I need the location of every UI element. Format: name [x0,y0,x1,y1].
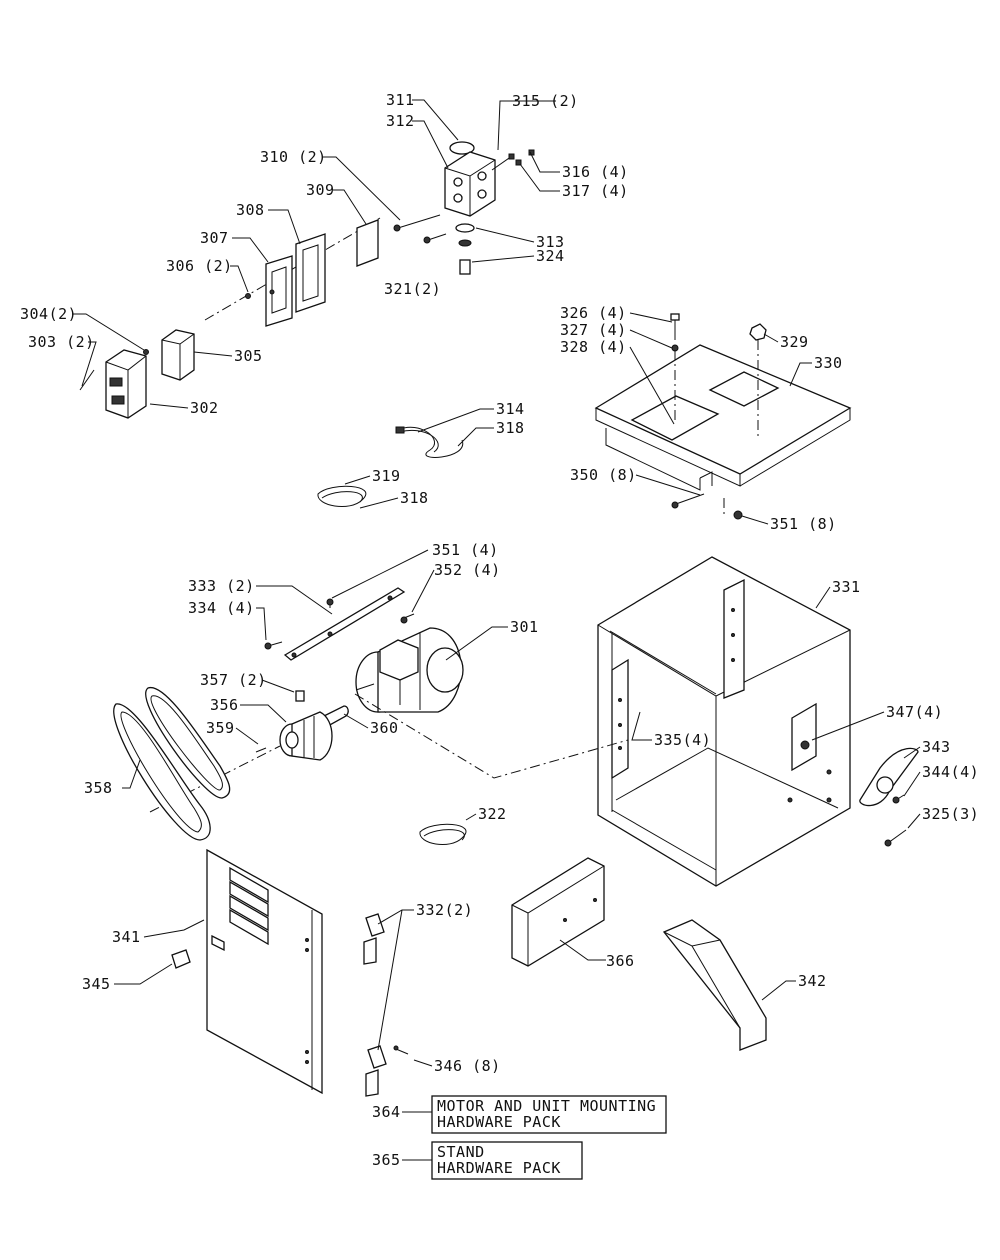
label-332: 332(2) [416,901,473,919]
label-360: 360 [370,719,399,737]
label-334: 334 (4) [188,599,255,617]
label-357: 357 (2) [200,671,267,689]
label-325: 325(3) [922,805,979,823]
label-307: 307 [200,229,229,247]
label-352: 352 (4) [434,561,501,579]
label-341: 341 [112,928,141,946]
stand-cabinet [597,556,919,887]
label-356: 356 [210,696,239,714]
label-318-lower: 318 [400,489,429,507]
label-343: 343 [922,738,951,756]
motor-mount-plate [594,313,852,520]
stand-accessories [363,857,767,1097]
label-306: 306 (2) [166,257,233,275]
label-319: 319 [372,467,401,485]
stand-door [171,848,323,1095]
v-belts [113,687,231,841]
label-328: 328 (4) [560,338,627,356]
callout-labels: 311 312 315 (2) 316 (4) 317 (4) 310 (2) … [20,91,979,1177]
label-327: 327 (4) [560,321,627,339]
label-317: 317 (4) [562,182,629,200]
label-350: 350 (8) [570,466,637,484]
power-cords [317,426,467,846]
label-335: 335(4) [654,731,711,749]
label-324: 324 [536,247,565,265]
stand-pack-line-2: HARDWARE PACK [437,1159,561,1177]
label-314: 314 [496,400,525,418]
motor-pack-line-2: HARDWARE PACK [437,1113,561,1131]
label-346: 346 (8) [434,1057,501,1075]
label-358: 358 [84,779,113,797]
label-302: 302 [190,399,219,417]
label-309: 309 [306,181,335,199]
label-303: 303 (2) [28,333,95,351]
label-304: 304(2) [20,305,77,323]
label-308: 308 [236,201,265,219]
motor-pack-line-1: MOTOR AND UNIT MOUNTING [437,1097,656,1115]
label-351-lower: 351 (4) [432,541,499,559]
label-333: 333 (2) [188,577,255,595]
switch-box-assembly [79,141,535,419]
label-311: 311 [386,91,415,109]
label-316: 316 (4) [562,163,629,181]
label-326: 326 (4) [560,304,627,322]
label-305: 305 [234,347,263,365]
label-322: 322 [478,805,507,823]
label-329: 329 [780,333,809,351]
label-365: 365 [372,1151,401,1169]
stand-pack-line-1: STAND [437,1143,485,1161]
label-330: 330 [814,354,843,372]
label-345: 345 [82,975,111,993]
label-342: 342 [798,972,827,990]
label-301: 301 [510,618,539,636]
label-312: 312 [386,112,415,130]
label-331: 331 [832,578,861,596]
label-366: 366 [606,952,635,970]
label-318-upper: 318 [496,419,525,437]
label-315: 315 (2) [512,92,579,110]
motor-assembly [149,587,629,813]
stand-hardware-pack-box [431,1141,583,1180]
label-321: 321(2) [384,280,441,298]
label-313: 313 [536,233,565,251]
label-347: 347(4) [886,703,943,721]
leader-lines [72,99,921,1161]
motor-hardware-pack-box [431,1095,667,1134]
label-351-upper: 351 (8) [770,515,837,533]
label-344: 344(4) [922,763,979,781]
label-359: 359 [206,719,235,737]
label-310: 310 (2) [260,148,327,166]
label-364: 364 [372,1103,401,1121]
